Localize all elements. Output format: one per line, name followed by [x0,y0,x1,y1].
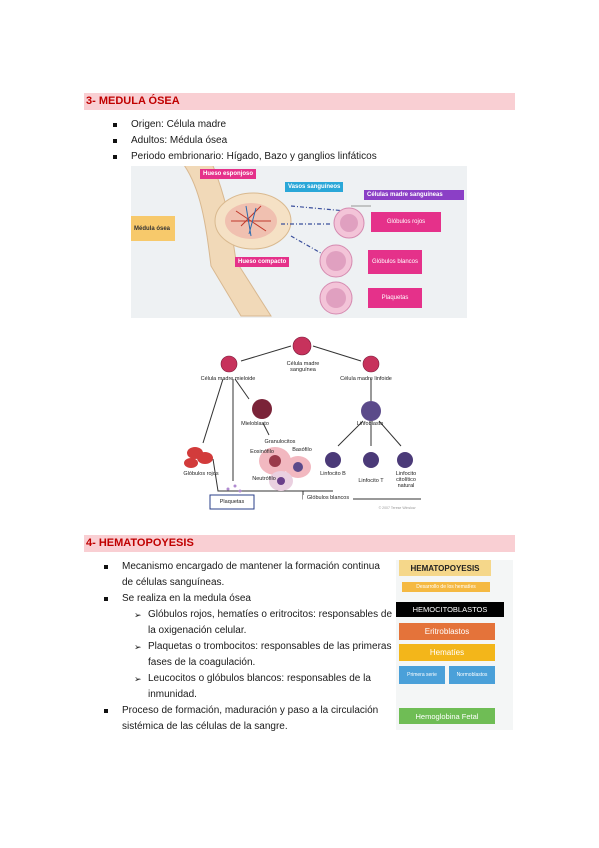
sub-list-item: Leucocitos o glóbulos blancos: responsab… [134,671,392,703]
bone-marrow-figure: Hueso esponjoso Vasos sanguíneos Médula … [131,166,467,318]
panel-hemoglobina-fetal: Hemoglobina Fetal [399,708,495,724]
label-medula-osea: Médula ósea [131,216,175,241]
label-hueso-esponjoso: Hueso esponjoso [200,169,257,179]
hematopoiesis-tree-figure: Célula madre sanguínea Célula madre miel… [173,331,426,512]
label-globulos-blancos: Glóbulos blancos [368,250,422,274]
panel-eritroblastos: Eritroblastos [399,623,495,640]
text-copyright: © 2007 Terese Winslow [378,506,416,510]
label-hueso-compacto: Hueso compacto [235,257,290,267]
sub-list: Glóbulos rojos, hematíes o eritrocitos: … [134,607,392,703]
sub-list-container: Glóbulos rojos, hematíes o eritrocitos: … [104,607,392,703]
text-celula-madre-sanguinea: Célula madre sanguínea [286,361,320,373]
text-granulocitos: Granulocitos [264,439,296,445]
list-item: Proceso de formación, maduración y paso … [104,703,392,735]
text-celula-madre-linfoide: Célula madre linfoide [340,376,392,382]
label-plaquetas: Plaquetas [368,288,422,308]
panel-normoblastos: Normoblastos [449,666,495,684]
label-vasos-sanguineos: Vasos sanguíneos [285,182,344,192]
tree-diagram [184,336,421,510]
text-globulos-blancos: Glóbulos blancos [303,495,353,501]
sub-list-item: Glóbulos rojos, hematíes o eritrocitos: … [134,607,392,639]
panel-subtitle: Desarrollo de los hematíes [402,582,490,592]
label-celulas-madre: Células madre sanguíneas [364,190,464,200]
text-mieloblasto: Mieloblasto [241,421,269,427]
list-item: Adultos: Médula ósea [113,133,513,149]
text-linfoblasto: Linfoblasto [356,421,384,427]
panel-hematies: Hematíes [399,644,495,661]
list-item: Se realiza en la medula ósea [104,591,392,607]
text-celula-madre-mieloide: Célula madre mieloide [200,376,256,382]
text-eosinofilo: Eosinófilo [250,449,274,455]
panel-primera-serie: Primera serie [399,666,445,684]
text-plaquetas: Plaquetas [219,499,245,505]
text-linfocito-t: Linfocito T [358,478,384,484]
section-4-heading: 4- HEMATOPOYESIS [84,535,515,552]
sub-list-item: Plaquetas o trombocitos: responsables de… [134,639,392,671]
list-item: Origen: Célula madre [113,117,513,133]
panel-title: HEMATOPOYESIS [399,560,491,576]
section-3-bullets: Origen: Célula madre Adultos: Médula óse… [113,117,513,165]
text-basofilo: Basófilo [292,447,312,453]
bone-illustration [183,166,371,317]
text-globulos-rojos: Glóbulos rojos [183,471,219,477]
text-linfocito-b: Linfocito B [320,471,346,477]
label-globulos-rojos: Glóbulos rojos [371,212,441,232]
list-item: Mecanismo encargado de mantener la forma… [104,559,392,591]
hematopoiesis-panel-figure: HEMATOPOYESIS Desarrollo de los hematíes… [396,560,513,730]
text-neutrofilo: Neutrófilo [252,476,276,482]
panel-hemocitoblastos: HEMOCITOBLASTOS [396,602,504,617]
section-4-bullets: Mecanismo encargado de mantener la forma… [104,559,392,735]
text-linfocito-nk: Linfocito citolítico natural [395,471,417,489]
section-3-heading: 3- MEDULA ÓSEA [84,93,515,110]
list-item: Periodo embrionario: Hígado, Bazo y gang… [113,149,513,165]
